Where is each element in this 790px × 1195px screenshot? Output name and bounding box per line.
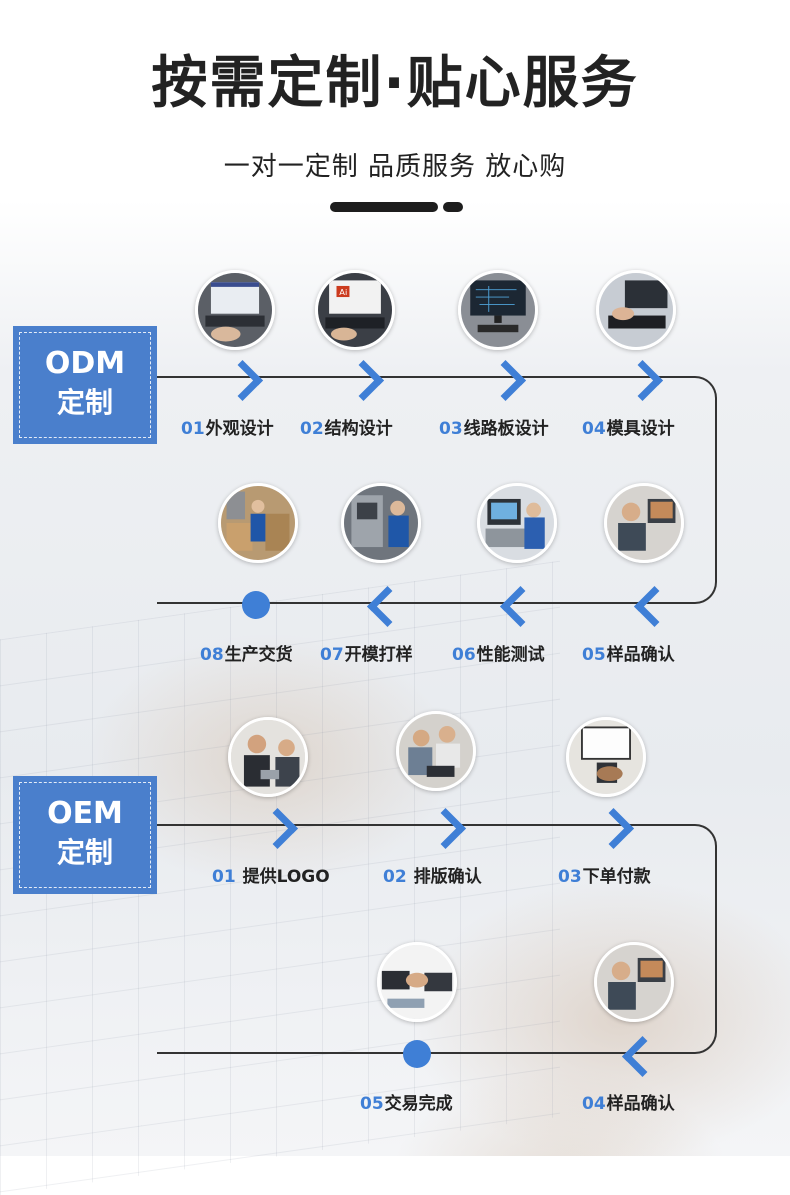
oem-step-05-label: 交易完成	[384, 1094, 453, 1114]
odm-step-08: 08生产交货	[200, 640, 293, 665]
odm-step-08-label: 生产交货	[224, 645, 293, 665]
odm-step-03-num: 03	[439, 419, 463, 439]
illustrator-laptop-photo: Ai	[318, 273, 392, 347]
odm-step-07: 07开模打样	[320, 640, 413, 665]
machining-photo	[344, 486, 418, 560]
oem-photo-05	[377, 942, 457, 1022]
oem-photo-01	[228, 717, 308, 797]
odm-step-06-num: 06	[452, 645, 476, 665]
odm-tag: ODM 定制	[13, 326, 157, 444]
odm-flow-track	[157, 376, 717, 604]
odm-photo-06	[477, 483, 557, 563]
team-laptop-photo	[399, 714, 473, 788]
keyboard-cad-photo	[599, 273, 673, 347]
oem-step-02-num: 02	[383, 867, 407, 887]
oem-step-03-label: 下单付款	[582, 867, 651, 887]
odm-step-05-num: 05	[582, 645, 606, 665]
odm-step-03: 03线路板设计	[439, 414, 549, 439]
odm-step-05: 05样品确认	[582, 640, 675, 665]
oem-tag-title: OEM	[47, 796, 123, 831]
oem-step-02-label: 排版确认	[413, 867, 482, 887]
odm-step-04-label: 模具设计	[606, 419, 675, 439]
oem-tag-subtitle: 定制	[56, 836, 113, 869]
odm-step-02: 02结构设计	[300, 414, 393, 439]
svg-text:Ai: Ai	[339, 287, 347, 297]
odm-step-06-label: 性能测试	[476, 645, 545, 665]
odm-step-08-num: 08	[200, 645, 224, 665]
oem-step-01-num: 01	[212, 867, 236, 887]
oem-tag: OEM 定制	[13, 776, 157, 894]
engineer-review-photo	[607, 486, 681, 560]
oem-end-dot	[403, 1040, 431, 1068]
oem-step-02: 02 排版确认	[383, 862, 482, 887]
odm-photo-01	[195, 270, 275, 350]
odm-step-04-num: 04	[582, 419, 606, 439]
oem-step-01-label: 提供LOGO	[242, 867, 330, 887]
odm-step-03-label: 线路板设计	[463, 419, 549, 439]
odm-photo-08	[218, 483, 298, 563]
odm-step-01: 01外观设计	[181, 414, 274, 439]
oem-step-01: 01 提供LOGO	[212, 862, 330, 887]
oem-photo-02	[396, 711, 476, 791]
odm-step-01-label: 外观设计	[205, 419, 274, 439]
odm-step-02-label: 结构设计	[324, 419, 393, 439]
odm-end-dot	[242, 591, 270, 619]
odm-photo-04	[596, 270, 676, 350]
odm-photo-02: Ai	[315, 270, 395, 350]
oem-photo-04	[594, 942, 674, 1022]
odm-step-04: 04模具设计	[582, 414, 675, 439]
odm-photo-07	[341, 483, 421, 563]
cad-monitor-photo	[461, 273, 535, 347]
odm-tag-subtitle: 定制	[56, 386, 113, 419]
odm-photo-05	[604, 483, 684, 563]
warehouse-photo	[221, 486, 295, 560]
engineer-review-photo	[597, 945, 671, 1019]
odm-tag-title: ODM	[44, 346, 126, 381]
handshake-photo	[380, 945, 454, 1019]
business-meeting-photo	[231, 720, 305, 794]
oem-step-04-label: 样品确认	[606, 1094, 675, 1114]
oem-flow-track	[157, 824, 717, 1054]
oem-step-04-num: 04	[582, 1094, 606, 1114]
odm-step-06: 06性能测试	[452, 640, 545, 665]
oem-step-04: 04样品确认	[582, 1089, 675, 1114]
odm-step-01-num: 01	[181, 419, 205, 439]
page-title: 按需定制·贴心服务	[151, 51, 639, 116]
oem-photo-03	[566, 717, 646, 797]
oem-step-05: 05交易完成	[360, 1089, 453, 1114]
card-payment-photo	[569, 720, 643, 794]
oem-step-03-num: 03	[558, 867, 582, 887]
odm-step-02-num: 02	[300, 419, 324, 439]
decor-bar-short	[443, 202, 463, 212]
decor-bar-long	[330, 202, 438, 212]
oem-step-03: 03下单付款	[558, 862, 651, 887]
odm-step-05-label: 样品确认	[606, 645, 675, 665]
page-subtitle: 一对一定制 品质服务 放心购	[223, 152, 567, 182]
odm-step-07-num: 07	[320, 645, 344, 665]
odm-photo-03	[458, 270, 538, 350]
lab-testing-photo	[480, 486, 554, 560]
laptop-design-photo	[198, 273, 272, 347]
odm-step-07-label: 开模打样	[344, 645, 413, 665]
oem-step-05-num: 05	[360, 1094, 384, 1114]
